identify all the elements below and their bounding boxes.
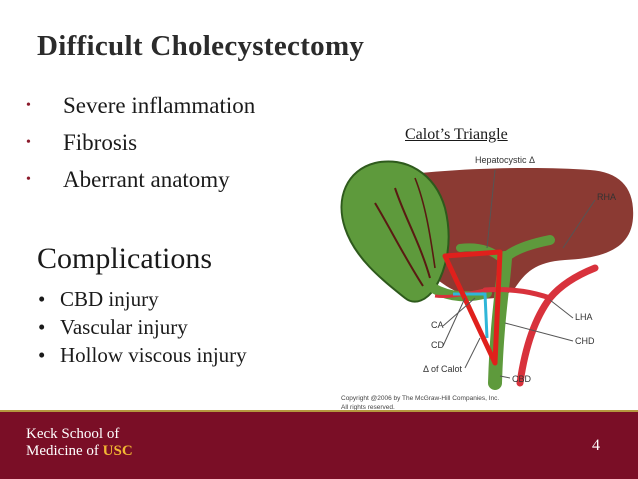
- label-lha: LHA: [575, 312, 593, 322]
- bullet-dot: •: [38, 343, 46, 367]
- complication-item: • CBD injury: [38, 285, 247, 313]
- leader-line: [562, 199, 596, 249]
- label-rha: RHA: [597, 192, 616, 202]
- leader-line: [442, 297, 466, 347]
- bullet-text: Aberrant anatomy: [63, 167, 230, 192]
- label-hepatocystic: Hepatocystic Δ: [475, 155, 535, 165]
- footer-divider: [0, 410, 638, 412]
- gallbladder-vessel: [374, 202, 424, 287]
- copyright-line: Copyright @2006 by The McGraw-Hill Compa…: [341, 395, 499, 402]
- liver-shape: [395, 168, 634, 299]
- gallbladder-vessel: [394, 187, 431, 279]
- complication-text: Vascular injury: [60, 315, 188, 339]
- footer-bar: [0, 412, 638, 479]
- bullet-item: • Aberrant anatomy: [26, 161, 255, 198]
- bullet-text: Fibrosis: [63, 130, 138, 155]
- bullet-dot: •: [26, 172, 31, 187]
- calot-triangle-caption: Calot’s Triangle: [405, 126, 508, 143]
- logo-line-2: Medicine of USC: [26, 443, 133, 460]
- gallbladder-shape: [340, 160, 450, 303]
- label-cd: CD: [431, 340, 444, 350]
- bullet-item: • Severe inflammation: [26, 87, 255, 124]
- leader-line: [486, 169, 496, 249]
- bullet-dot: •: [26, 135, 31, 150]
- logo-usc-text: USC: [102, 443, 133, 459]
- label-chd: CHD: [575, 336, 595, 346]
- complication-text: CBD injury: [60, 287, 159, 311]
- label-cbd: CBD: [512, 374, 532, 384]
- bullet-list: • Severe inflammation • Fibrosis • Aberrant…: [26, 87, 255, 198]
- hepatic-artery: [516, 264, 599, 387]
- page-number: 4: [592, 437, 600, 454]
- calot-triangle-outline: [442, 249, 503, 366]
- logo-line-1: Keck School of: [26, 426, 120, 442]
- leader-line: [499, 375, 511, 379]
- anatomy-diagram: Hepatocystic Δ RHA LHA CHD CA CD Δ of Ca…: [340, 155, 634, 411]
- leader-line: [549, 299, 574, 319]
- leader-line: [504, 322, 574, 342]
- bullet-dot: •: [38, 315, 46, 339]
- logo-medicine-text: Medicine of: [26, 443, 103, 459]
- label-ca: CA: [431, 320, 444, 330]
- slide-title: Difficult Cholecystectomy: [37, 30, 365, 62]
- gallbladder-vessel: [414, 177, 436, 269]
- leader-line: [464, 337, 481, 369]
- copyright-line: All rights reserved.: [341, 404, 395, 411]
- bullet-item: • Fibrosis: [26, 124, 255, 161]
- bullet-dot: •: [26, 98, 31, 113]
- label-calot: Δ of Calot: [423, 364, 463, 374]
- complication-text: Hollow viscous injury: [60, 343, 247, 367]
- complications-heading: Complications: [37, 242, 212, 275]
- complication-item: • Vascular injury: [38, 313, 247, 341]
- right-hepatic-artery: [482, 287, 553, 301]
- complication-item: • Hollow viscous injury: [38, 341, 247, 369]
- bullet-text: Severe inflammation: [63, 93, 256, 118]
- hepatic-duct-branch: [500, 235, 555, 263]
- keck-logo: Keck School of Medicine of USC: [26, 426, 133, 460]
- complications-list: • CBD injury • Vascular injury • Hollow vis…: [38, 285, 247, 369]
- bullet-dot: •: [38, 287, 46, 311]
